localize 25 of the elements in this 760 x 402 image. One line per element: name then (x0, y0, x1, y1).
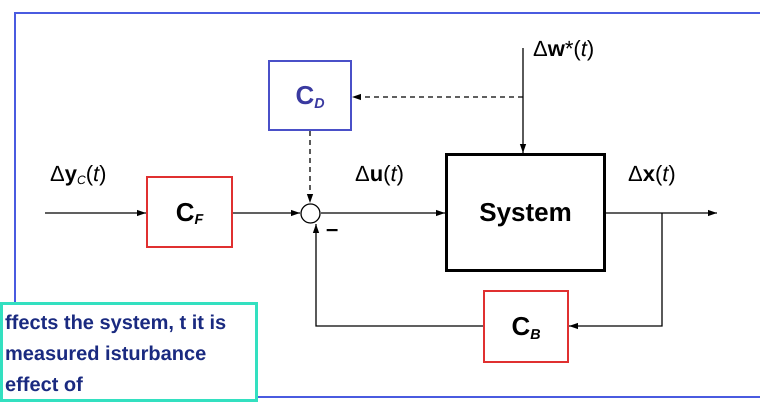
arrow (321, 210, 445, 216)
box-label: C$_{B}$ (511, 310, 541, 345)
arrow (520, 48, 526, 153)
arrow (45, 210, 146, 216)
arrow (306, 131, 314, 203)
arrow (312, 224, 483, 327)
signal-label: Δw*(t) (533, 38, 594, 60)
signal-label: Δx(t) (628, 163, 676, 185)
controller-box (146, 176, 233, 248)
signal-label: Δy$_{C}$(t) (50, 163, 106, 185)
arrow (569, 213, 663, 330)
note-box (0, 302, 258, 402)
sign-label: – (326, 218, 338, 240)
arrow (352, 94, 523, 100)
signal-label: Δu(t) (355, 163, 404, 185)
box-label: System (479, 196, 572, 229)
arrow (606, 210, 717, 216)
box-label: C$_{D}$ (295, 79, 325, 114)
controller-box (483, 290, 569, 363)
arrow (233, 210, 300, 216)
note-text: ffects the system, t it is measured isturbance effect of (5, 311, 228, 398)
system-box (445, 153, 606, 272)
summing-junction (300, 203, 321, 224)
controller-box (268, 60, 352, 131)
box-label: C$_{F}$ (176, 196, 204, 230)
